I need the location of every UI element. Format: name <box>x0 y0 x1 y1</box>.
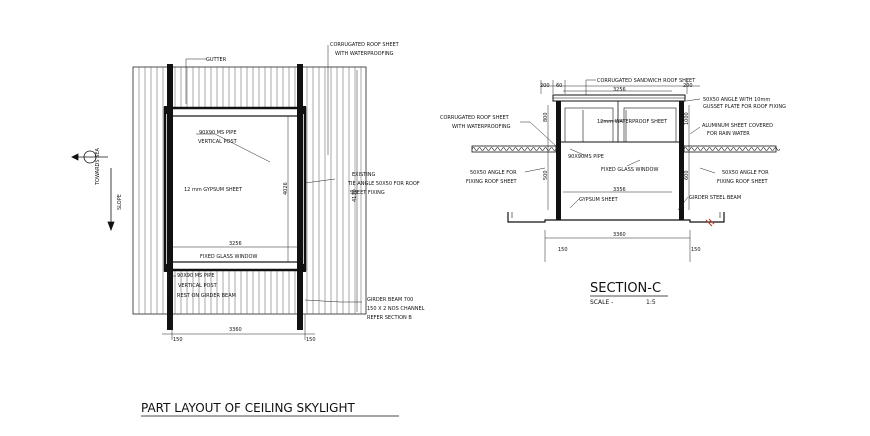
sec-label-alu-1: ALUMINUM SHEET COVERED <box>702 123 773 129</box>
section-dims <box>540 80 700 262</box>
rain-mark <box>705 218 715 227</box>
plan-dims <box>162 70 358 340</box>
girder-left <box>167 64 173 330</box>
sec-dim-200-right: 200 <box>683 83 693 89</box>
section-view: CORRUGATED SANDWICH ROOF SHEET CORRUGATE… <box>440 78 786 306</box>
girder-right <box>297 64 303 330</box>
label-slope: SLOPE <box>117 194 123 210</box>
sec-label-fixr-2: FIXING ROOF SHEET <box>717 179 769 185</box>
label-fixed-glass: FIXED GLASS WINDOW <box>200 254 257 260</box>
plan-title: PART LAYOUT OF CEILING SKYLIGHT <box>141 401 355 415</box>
north-arrow <box>71 150 115 232</box>
sec-label-fixr-1: 50X50 ANGLE FOR <box>722 170 769 176</box>
label-girder-3: REFER SECTION B <box>367 315 412 321</box>
dim-side-left: 150 <box>173 337 183 343</box>
sec-label-roof-2: WITH WATERPROOFING <box>452 124 511 130</box>
sec-dim-mid: 3356 <box>613 187 626 193</box>
section-scale-value: 1:5 <box>646 299 656 306</box>
section-title: SECTION-C <box>590 281 661 296</box>
girder-channel <box>507 212 725 223</box>
sec-label-glass: FIXED GLASS WINDOW <box>601 167 658 173</box>
dim-vertical-outer: 4130 <box>352 189 358 202</box>
plan-view: GUTTER CORRUGATED ROOF SHEET WITH WATERP… <box>71 42 425 417</box>
corrugated-roof-right <box>683 145 781 153</box>
sec-dim-bottom: 3360 <box>613 232 626 238</box>
dim-vertical-inner: 4026 <box>283 182 289 195</box>
sec-label-angle-1: 50X50 ANGLE WITH 10mm <box>703 97 770 103</box>
label-girder-2: 150 X 2 NOS CHANNEL <box>367 306 425 312</box>
section-post-left <box>556 101 561 220</box>
sec-dim-150-right: 150 <box>691 247 701 253</box>
label-post-3: REST ON GIRDER BEAM <box>177 293 236 299</box>
sec-dim-v1: 800 <box>543 112 549 122</box>
sec-dim-v2: 500 <box>543 170 549 180</box>
label-ms-pipe-1: 90X90 MS PIPE <box>199 130 236 136</box>
label-existing: EXISTING <box>352 172 376 178</box>
sec-label-waterproof: 12mm WATERPROOF SHEET <box>597 119 668 125</box>
dim-inner-width: 3256 <box>229 241 242 247</box>
label-roof-sheet-1: CORRUGATED ROOF SHEET <box>330 42 400 48</box>
sec-label-alu-2: FOR RAIN WATER <box>707 131 750 137</box>
sec-label-fixl-2: FIXING ROOF SHEET <box>466 179 518 185</box>
sec-label-fixl-1: 50X50 ANGLE FOR <box>470 170 517 176</box>
sec-label-sandwich: CORRUGATED SANDWICH ROOF SHEET <box>597 78 696 84</box>
section-leaders <box>520 79 716 211</box>
sec-label-pipe: 90X90MS PIPE <box>568 154 604 160</box>
label-sheet-fixing: SHEET FIXING <box>350 190 385 196</box>
sec-dim-200-left: 200 <box>540 83 550 89</box>
label-roof-sheet-2: WITH WATERPROOFING <box>335 51 394 57</box>
sec-label-roof-1: CORRUGATED ROOF SHEET <box>440 115 510 121</box>
label-post-1: 90X90 MS PIPE <box>177 273 214 279</box>
sec-label-angle-2: GUSSET PLATE FOR ROOF FIXING <box>703 104 786 110</box>
corrugated-roof-left <box>471 145 557 153</box>
sec-label-girder: GIRDER STEEL BEAM <box>689 195 741 201</box>
sec-dim-top: 3256 <box>613 87 626 93</box>
section-window-right <box>623 107 677 143</box>
roof-sheet-outline <box>132 66 367 315</box>
sec-label-gypsum: GYPSUM SHEET <box>579 197 619 203</box>
label-ms-pipe-2: VERTICAL POST <box>198 139 238 145</box>
label-gutter: GUTTER <box>206 57 227 63</box>
sec-dim-150-left: 150 <box>558 247 568 253</box>
label-post-2: VERTICAL POST <box>178 283 218 289</box>
dim-outer-width: 3360 <box>229 327 242 333</box>
sec-dim-v3: 1000 <box>684 112 690 125</box>
label-gypsum: 12 mm GYPSUM SHEET <box>184 187 243 193</box>
label-tie-angle: TIE ANGLE 50X50 FOR ROOF <box>347 181 420 187</box>
plan-leaders <box>167 45 362 303</box>
section-window-left <box>564 107 614 143</box>
sec-dim-v4: 600 <box>684 170 690 180</box>
label-north: TOWARDS SEA <box>95 147 101 186</box>
dim-side-right: 150 <box>306 337 316 343</box>
skylight-frame-outer <box>163 106 307 272</box>
section-post-right <box>679 101 684 220</box>
section-scale-label: SCALE - <box>590 299 613 306</box>
label-girder-1: GIRDER BEAM 700 <box>367 297 413 303</box>
sec-dim-60: 60 <box>556 83 562 89</box>
